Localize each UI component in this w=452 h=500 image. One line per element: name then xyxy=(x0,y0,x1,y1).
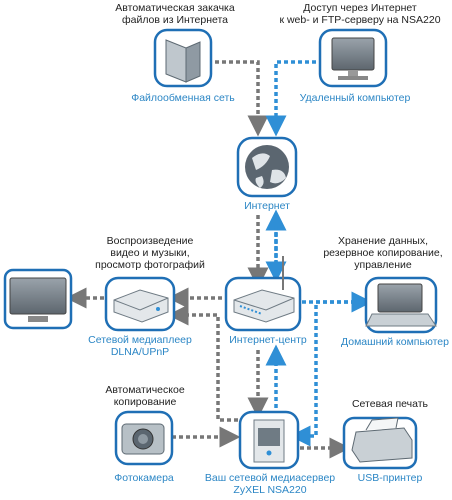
label-printer: USB-принтер xyxy=(357,472,423,484)
label-remote-pc: Удаленный компьютер xyxy=(299,92,411,104)
printer-icon xyxy=(342,416,418,470)
caption-remote-pc: Доступ через Интернет к web- и FTP-серве… xyxy=(279,2,441,26)
label-router: Интернет-центр xyxy=(229,334,307,346)
label-file-sharing: Файлообменная сеть xyxy=(131,92,235,104)
tv-icon xyxy=(3,268,73,330)
globe-icon xyxy=(236,136,298,198)
connections xyxy=(65,60,373,459)
label-nas: Ваш сетевой медиасервер ZyXEL NSA220 xyxy=(204,472,336,496)
arrow-home-pc-nas xyxy=(289,300,362,447)
folder-icon xyxy=(153,28,213,88)
caption-camera: Автоматическое копирование xyxy=(105,384,185,408)
arrow-nas-to-media-player xyxy=(167,304,238,422)
router-icon xyxy=(224,256,302,332)
label-internet: Интернет xyxy=(244,200,290,212)
arrow-file-sharing-to-internet xyxy=(215,60,269,137)
label-home-pc: Домашний компьютер xyxy=(341,336,449,348)
caption-home-pc: Хранение данных, резервное копирование, … xyxy=(323,235,443,271)
label-media-player: Сетевой медиаплеер DLNA/UPnP xyxy=(88,334,192,358)
caption-media-player: Воспроизведение видео и музыки, просмотр… xyxy=(95,235,205,271)
camera-icon xyxy=(114,410,174,466)
caption-printer: Сетевая печать xyxy=(351,398,429,410)
media-player-icon xyxy=(104,276,176,332)
label-camera: Фотокамера xyxy=(114,472,174,484)
nas-icon xyxy=(238,410,300,470)
laptop-icon xyxy=(364,276,438,334)
monitor-icon xyxy=(318,28,388,88)
caption-file-sharing: Автоматическая закачка файлов из Интерне… xyxy=(115,2,235,26)
